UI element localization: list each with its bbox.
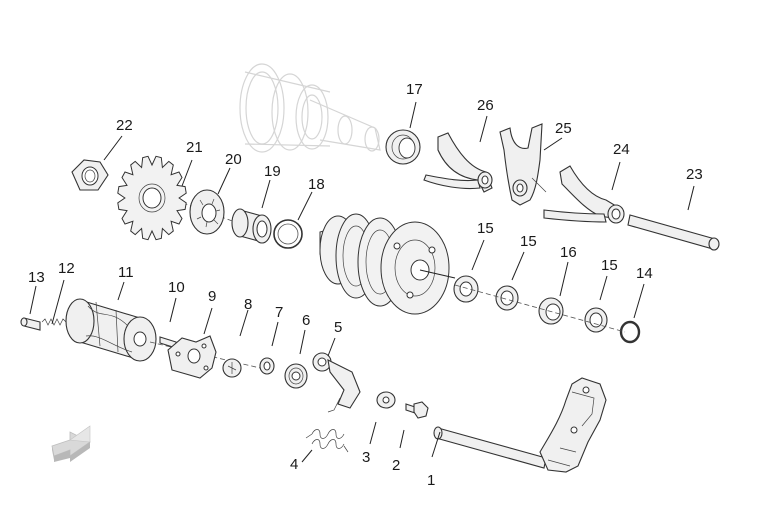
callout-label-15a: 15 bbox=[477, 220, 494, 237]
part-21-sprocket bbox=[117, 155, 187, 241]
lower-shaft-axis bbox=[454, 284, 626, 333]
lower-shaft-gear-cluster bbox=[319, 213, 456, 315]
callout-label-26: 26 bbox=[477, 97, 494, 114]
callout-label-15b: 15 bbox=[520, 233, 537, 250]
part-15-washer-b bbox=[495, 285, 519, 311]
callout-label-19: 19 bbox=[264, 163, 281, 180]
upper-shaft-gear-cluster bbox=[239, 63, 381, 153]
part-20-lock-washer bbox=[189, 189, 225, 235]
part-5-stopper-lever bbox=[312, 352, 361, 413]
callout-label-20: 20 bbox=[225, 151, 242, 168]
part-15-washer-a bbox=[453, 275, 479, 303]
part-22-nut bbox=[71, 159, 109, 191]
part-3-washer bbox=[376, 391, 396, 409]
callout-label-8: 8 bbox=[244, 296, 253, 313]
callout-label-10: 10 bbox=[168, 279, 185, 296]
callout-label-5: 5 bbox=[334, 319, 343, 336]
part-15-washer-c bbox=[584, 307, 608, 333]
callout-label-22: 22 bbox=[116, 117, 133, 134]
callout-label-16: 16 bbox=[560, 244, 577, 261]
callout-label-11: 11 bbox=[118, 264, 134, 281]
callout-label-15c: 15 bbox=[601, 257, 618, 274]
part-12-spring bbox=[41, 318, 67, 326]
callout-label-2: 2 bbox=[392, 457, 401, 474]
part-9-star-cam bbox=[167, 335, 217, 379]
part-1-gearshift-shaft bbox=[433, 377, 607, 473]
callout-label-14: 14 bbox=[636, 265, 653, 282]
callout-label-18: 18 bbox=[308, 176, 325, 193]
callout-label-21: 21 bbox=[186, 139, 203, 156]
part-4-spring bbox=[305, 429, 349, 453]
part-2-bolt bbox=[405, 401, 429, 419]
callout-label-23: 23 bbox=[686, 166, 703, 183]
part-18-oring bbox=[273, 219, 303, 249]
part-14-circlip bbox=[619, 320, 641, 344]
part-19-spacer bbox=[231, 208, 272, 244]
callout-label-12: 12 bbox=[58, 260, 75, 277]
part-8-screw bbox=[222, 358, 242, 378]
part-26-shift-fork bbox=[423, 132, 493, 193]
callout-label-1: 1 bbox=[427, 472, 436, 489]
callout-label-17: 17 bbox=[406, 81, 423, 98]
orientation-arrow-icon bbox=[51, 425, 91, 462]
callout-label-9: 9 bbox=[208, 288, 217, 305]
part-7-washer bbox=[259, 357, 275, 375]
part-6-roller bbox=[284, 363, 308, 389]
callout-label-3: 3 bbox=[362, 449, 371, 466]
leader-lines bbox=[29, 101, 695, 463]
part-13-screw bbox=[20, 317, 41, 331]
part-11-selector-drum bbox=[65, 298, 157, 362]
callout-label-25: 25 bbox=[555, 120, 572, 137]
part-23-fork-rod bbox=[627, 214, 720, 251]
part-25-shift-fork bbox=[499, 123, 547, 206]
callout-label-13: 13 bbox=[28, 269, 45, 286]
part-24-shift-fork bbox=[543, 165, 625, 224]
part-17-bearing bbox=[385, 129, 421, 165]
callout-label-6: 6 bbox=[302, 312, 311, 329]
part-16-bushing bbox=[538, 297, 564, 325]
callout-label-4: 4 bbox=[290, 456, 299, 473]
callout-label-7: 7 bbox=[275, 304, 284, 321]
callout-label-24: 24 bbox=[613, 141, 630, 158]
